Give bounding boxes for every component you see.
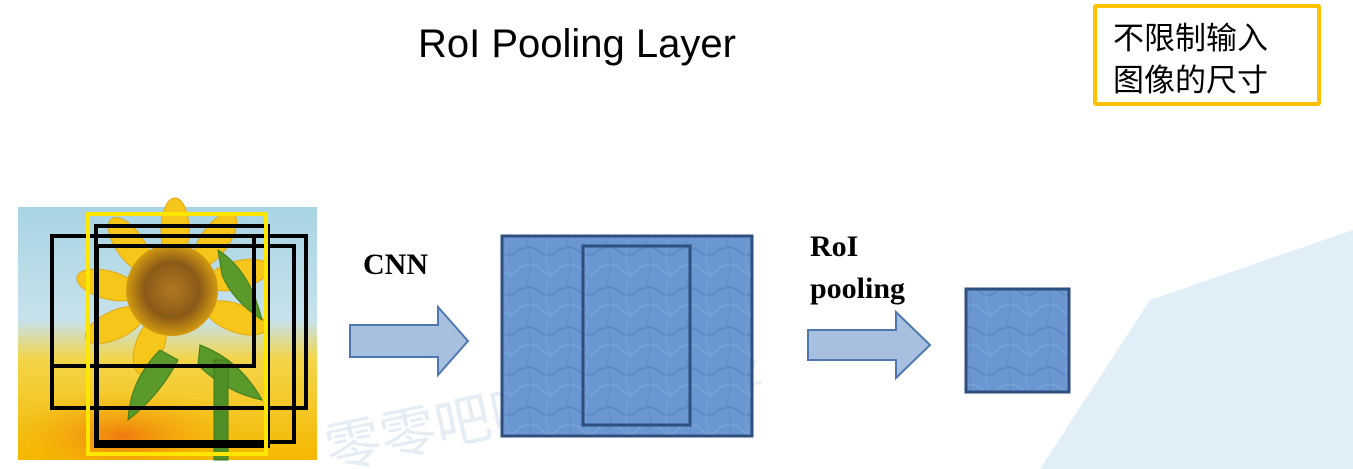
highlighted-roi-box (86, 212, 268, 456)
feature-map (500, 234, 754, 438)
diagram-title: RoI Pooling Layer (418, 22, 736, 66)
input-image (18, 197, 317, 461)
note-box: 不限制输入 图像的尺寸 (1093, 4, 1321, 106)
feature-map-body (500, 234, 754, 438)
pooled-feature-map (964, 287, 1071, 394)
pooling-arrow (807, 309, 932, 381)
sunflower-center (126, 244, 218, 336)
roi-box (50, 234, 308, 410)
note-line-1: 不限制输入 (1113, 21, 1268, 57)
pooled-output (964, 287, 1071, 394)
note-line-2: 图像的尺寸 (1113, 63, 1268, 99)
roi-pooling-label-line-2: pooling (810, 272, 906, 305)
projected-roi-box (581, 244, 692, 427)
roi-boxes (50, 224, 308, 448)
roi-pooling-label-line-1: RoI (810, 230, 859, 263)
roi-pooling-label: RoI pooling (810, 226, 905, 310)
cnn-arrow (349, 304, 470, 378)
cnn-label: CNN (363, 248, 428, 281)
roi-box (95, 244, 296, 444)
